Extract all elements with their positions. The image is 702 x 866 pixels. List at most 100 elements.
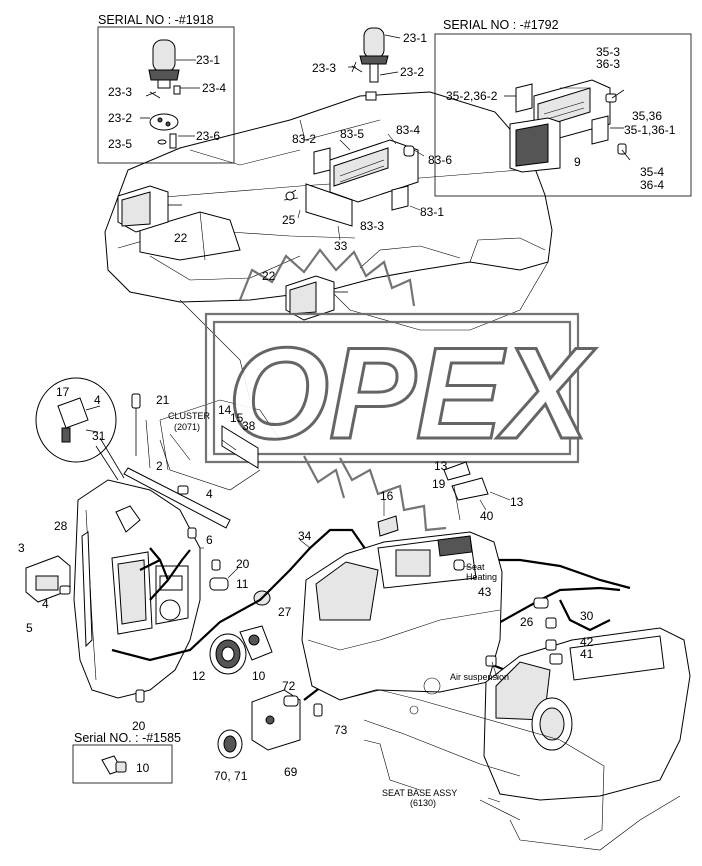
label-83-1: 83-1 (420, 205, 444, 219)
label-9: 9 (574, 155, 581, 169)
label-23-3b: 23-3 (312, 61, 336, 75)
connectors-right (453, 559, 563, 667)
label-22b: 22 (262, 269, 276, 283)
label-72: 72 (282, 679, 296, 693)
small-parts (59, 393, 271, 703)
switch-10-inset (101, 755, 127, 775)
label-4b: 4 (206, 487, 213, 501)
label-33: 33 (334, 239, 348, 253)
label-seat-base-2: (6130) (410, 798, 436, 808)
gauge-12 (209, 633, 247, 675)
serial-right-header: SERIAL NO : -#1792 (443, 18, 559, 32)
label-83-4: 83-4 (396, 123, 420, 137)
label-5: 5 (26, 621, 33, 635)
label-36-4: 36-4 (640, 178, 664, 192)
label-27: 27 (278, 605, 292, 619)
inset-box-serial-1585 (72, 744, 173, 784)
serial-bottom-header: Serial NO. : -#1585 (74, 731, 181, 745)
label-35-4: 35-4 (640, 165, 664, 179)
label-25: 25 (282, 213, 296, 227)
label-seat-heating-1: Seat (466, 562, 485, 572)
inset-circle-17 (35, 377, 125, 481)
label-42: 42 (580, 635, 594, 649)
label-16: 16 (380, 489, 394, 503)
label-air-suspension: Air suspension (450, 672, 509, 682)
label-19: 19 (432, 477, 446, 491)
label-4c: 4 (42, 597, 49, 611)
label-41: 41 (580, 647, 594, 661)
switch-10 (239, 625, 273, 661)
label-23-2b: 23-2 (400, 65, 424, 79)
label-20b: 20 (132, 719, 146, 733)
label-23-5: 23-5 (108, 137, 132, 151)
label-2: 2 (156, 459, 163, 473)
label-83-5: 83-5 (340, 127, 364, 141)
label-73: 73 (334, 723, 348, 737)
connector-72-73 (283, 695, 323, 717)
label-23-3a: 23-3 (108, 85, 132, 99)
radio-assembly-center (283, 139, 419, 227)
radio-assembly-inset (504, 79, 631, 173)
label-21: 21 (156, 393, 170, 407)
serial-left-header: SERIAL NO : -#1918 (98, 13, 214, 27)
label-35-1-36-1: 35-1,36-1 (624, 123, 676, 137)
trim-strip-28 (81, 531, 93, 648)
label-14: 14 (218, 403, 232, 417)
label-31: 31 (92, 429, 106, 443)
label-seat-heating-2: Heating (466, 572, 497, 582)
label-23-1b: 23-1 (403, 31, 427, 45)
label-23-2a: 23-2 (108, 111, 132, 125)
label-83-2: 83-2 (292, 132, 316, 146)
label-cluster-name: CLUSTER (168, 411, 211, 421)
label-36-3: 36-3 (596, 57, 620, 71)
label-83-6: 83-6 (428, 153, 452, 167)
label-35-3: 35-3 (596, 45, 620, 59)
label-13a: 13 (434, 459, 448, 473)
label-23-4: 23-4 (202, 81, 226, 95)
label-23-6: 23-6 (196, 129, 220, 143)
label-30: 30 (580, 609, 594, 623)
beacon-lamp-roof (348, 27, 401, 101)
label-12: 12 (192, 669, 206, 683)
label-20a: 20 (236, 557, 250, 571)
seat-console-main (301, 461, 503, 701)
watermark-logo: OPEX (204, 248, 598, 532)
label-11: 11 (236, 577, 249, 591)
label-28: 28 (54, 519, 68, 533)
label-10b: 10 (136, 761, 150, 775)
label-23-1a: 23-1 (196, 53, 220, 67)
label-83-3: 83-3 (360, 219, 384, 233)
switch-70-71 (217, 729, 243, 759)
seat-console-secondary (483, 627, 691, 801)
label-35-2-36-2: 35-2,36-2 (446, 89, 498, 103)
label-38: 38 (242, 419, 256, 433)
work-lamp-lower (285, 275, 348, 321)
inset-box-radio (434, 33, 692, 197)
work-lamp-upper (117, 185, 182, 233)
left-console-panel (73, 479, 201, 699)
label-35-36: 35,36 (632, 109, 662, 123)
label-15: 15 (230, 411, 244, 425)
beacon-lamp-inset (140, 39, 200, 149)
watermark-text: OPEX (228, 320, 597, 466)
label-seat-base-1: SEAT BASE ASSY (382, 788, 457, 798)
label-69: 69 (284, 765, 298, 779)
label-3: 3 (18, 541, 25, 555)
label-17: 17 (56, 385, 70, 399)
callout-labels: SERIAL NO : -#1918 SERIAL NO : -#1792 23… (18, 13, 676, 808)
label-13b: 13 (510, 495, 524, 509)
label-cluster-code: (2071) (174, 422, 200, 432)
label-40: 40 (480, 509, 494, 523)
label-6: 6 (206, 533, 213, 547)
seat-base (339, 677, 681, 851)
label-10a: 10 (252, 669, 266, 683)
label-70-71: 70, 71 (214, 769, 248, 783)
label-43: 43 (478, 585, 492, 599)
inset-box-beacon (97, 26, 235, 164)
leader-lines (169, 87, 590, 803)
label-4a: 4 (94, 393, 101, 407)
bracket-3 (25, 555, 71, 603)
label-22a: 22 (174, 231, 188, 245)
label-26: 26 (520, 615, 534, 629)
